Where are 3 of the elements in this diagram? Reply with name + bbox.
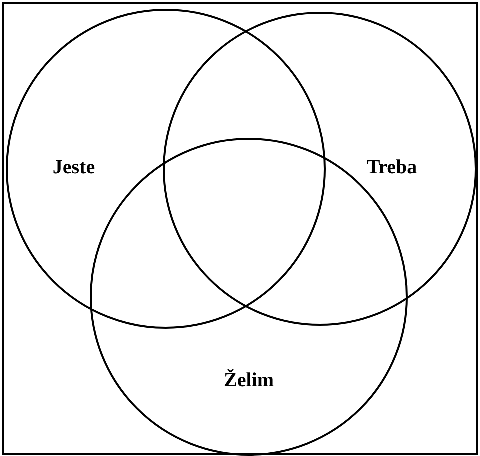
set-label: Želim [224,370,274,392]
set-label: Treba [366,156,418,180]
set-label: Jeste [52,156,96,180]
